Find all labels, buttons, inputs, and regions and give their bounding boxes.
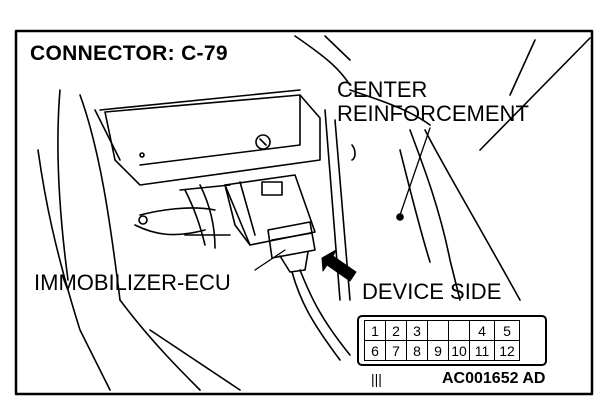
- immobilizer-ecu-label: IMMOBILIZER-ECU: [34, 270, 231, 295]
- callout-dot: [396, 213, 404, 221]
- device-side-arrow: [321, 249, 357, 282]
- pin-cell: 4: [469, 320, 495, 341]
- callout-lines: [254, 127, 431, 271]
- pin-cell: 6: [364, 340, 386, 361]
- pin-row-top: 1 2 3 4 5: [364, 320, 520, 341]
- pin-cell: 7: [385, 340, 407, 361]
- left-panel-lines: [37, 89, 241, 391]
- connector-pin-grid: 1 2 3 4 5 6 7 8 9 10 11 12: [364, 320, 520, 361]
- pin-cell: 2: [385, 320, 407, 341]
- pin-cell: 3: [406, 320, 428, 341]
- dashboard-panel-outlines: [294, 35, 591, 301]
- connector-title: CONNECTOR: C-79: [30, 42, 228, 65]
- pin-cell-empty: [448, 320, 470, 341]
- pin-cell: 12: [494, 340, 520, 361]
- immobilizer-ecu-body: [224, 174, 351, 361]
- figure-border: [14, 29, 594, 396]
- figure-code: AC001652 AD: [442, 370, 546, 387]
- center-reinforcement-label: CENTER REINFORCEMENT: [337, 78, 529, 126]
- pin-cell: 9: [427, 340, 449, 361]
- pin-cell: 8: [406, 340, 428, 361]
- wiring-harness: [134, 184, 231, 249]
- connector-key-mark: |||: [371, 371, 382, 387]
- pin-cell: 10: [448, 340, 470, 361]
- connector-pinout: 1 2 3 4 5 6 7 8 9 10 11 12: [357, 315, 547, 366]
- pin-cell: 1: [364, 320, 386, 341]
- center-label-line2: REINFORCEMENT: [337, 101, 529, 126]
- device-side-label: DEVICE SIDE: [362, 279, 502, 304]
- center-label-line1: CENTER: [337, 77, 428, 102]
- pin-cell: 5: [494, 320, 520, 341]
- pin-cell: 11: [469, 340, 495, 361]
- pin-cell-empty: [427, 320, 449, 341]
- pin-row-bottom: 6 7 8 9 10 11 12: [364, 340, 520, 361]
